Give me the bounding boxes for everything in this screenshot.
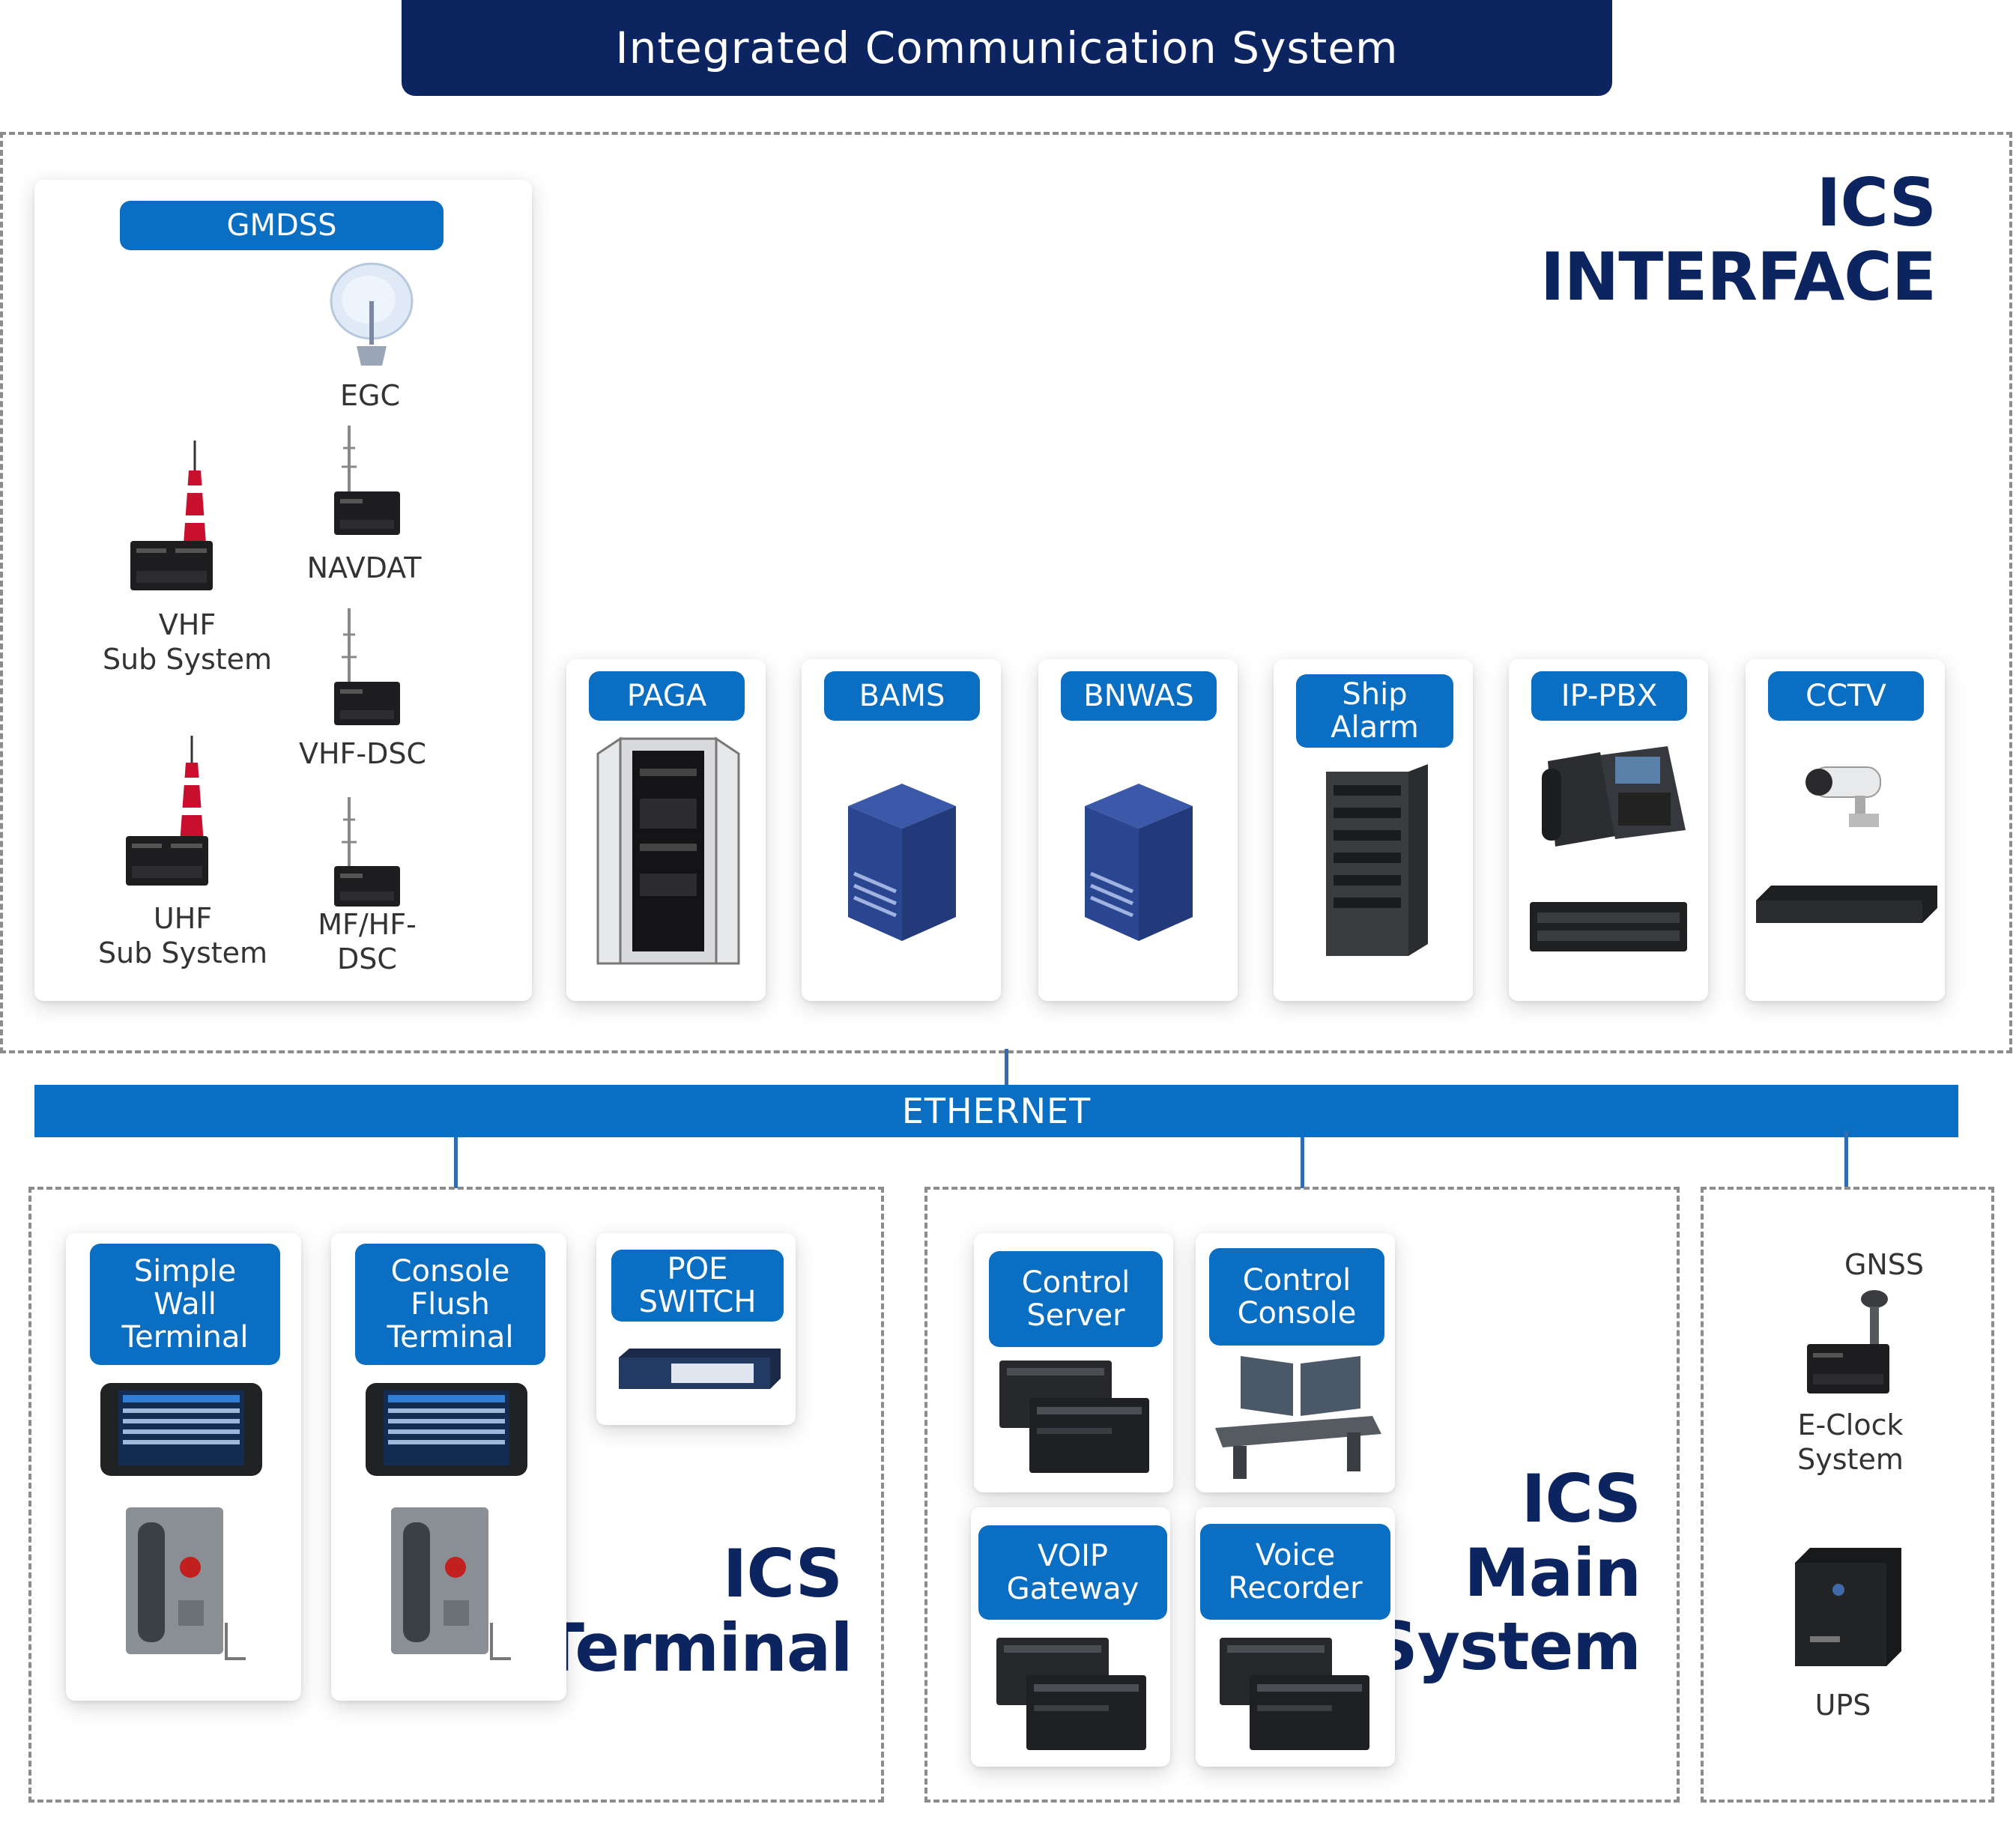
vhf-dsc-caption: VHF-DSC — [298, 737, 427, 770]
control-console-label: Control Console — [1209, 1248, 1384, 1346]
ups-icon — [1795, 1548, 1901, 1666]
gnss-antenna-icon — [1807, 1290, 1889, 1393]
simple-wall-handset-icon — [126, 1507, 246, 1660]
vhf-dsc-antenna-icon — [334, 608, 400, 725]
ip-pbx-label: IP-PBX — [1531, 671, 1687, 721]
control-server-icon — [999, 1361, 1149, 1473]
poe-switch-icon — [619, 1349, 781, 1389]
ethernet-aux-link — [1844, 1131, 1848, 1188]
ship-alarm-label: Ship Alarm — [1296, 674, 1453, 748]
mf-hf-dsc-caption: MF/HF- DSC — [318, 908, 417, 975]
voice-recorder-label: Voice Recorder — [1200, 1524, 1390, 1620]
paga-label: PAGA — [589, 671, 745, 721]
cctv-recorder-icon — [1756, 886, 1937, 923]
page-title: Integrated Communication System — [402, 0, 1612, 96]
console-flush-tablet-icon — [366, 1383, 527, 1476]
control-console-desk-icon — [1215, 1356, 1381, 1479]
egc-caption: EGC — [340, 379, 400, 412]
voip-gateway-icon — [996, 1638, 1146, 1750]
ics-main-region — [924, 1187, 1680, 1803]
simple-wall-tablet-icon — [100, 1383, 262, 1476]
ship-alarm-cabinet-icon — [1326, 764, 1428, 956]
vhf-sub-caption: VHF Sub System — [102, 608, 273, 676]
mf-hf-dsc-antenna-icon — [334, 797, 400, 907]
gmdss-label: GMDSS — [120, 201, 444, 250]
navdat-caption: NAVDAT — [306, 551, 422, 584]
control-server-label: Control Server — [989, 1251, 1163, 1347]
poe-switch-label: POE SWITCH — [611, 1250, 784, 1322]
bnwas-label: BNWAS — [1061, 671, 1217, 721]
ethernet-bus: ETHERNET — [34, 1085, 1958, 1137]
bnwas-server-icon — [1085, 784, 1193, 941]
gmdss-card — [34, 180, 532, 1001]
bams-server-icon — [848, 784, 956, 941]
ethernet-terminal-link — [454, 1137, 458, 1188]
navdat-antenna-icon — [334, 426, 400, 535]
egc-dish-icon — [330, 262, 414, 366]
uhf-unit-icon — [126, 836, 208, 886]
interface-ethernet-link — [1005, 1049, 1008, 1085]
ip-pbx-unit-icon — [1530, 902, 1687, 951]
vhf-unit-icon — [130, 541, 213, 590]
voice-recorder-icon — [1220, 1638, 1369, 1750]
ethernet-main-link — [1301, 1137, 1304, 1188]
ics-interface-heading: ICS INTERFACE — [1540, 164, 1937, 315]
cctv-camera-icon — [1805, 766, 1881, 827]
voip-gateway-label: VOIP Gateway — [978, 1525, 1167, 1620]
ups-caption: UPS — [1814, 1689, 1871, 1722]
ics-aux-region — [1701, 1187, 1994, 1803]
ics-main-heading: ICS Main System — [1370, 1460, 1641, 1686]
uhf-sub-caption: UHF Sub System — [97, 902, 268, 969]
ics-terminal-region — [28, 1187, 884, 1803]
ip-phone-icon — [1542, 746, 1686, 847]
paga-rack-icon — [596, 736, 740, 965]
console-flush-handset-icon — [391, 1507, 511, 1660]
ics-terminal-heading: ICS Terminal — [539, 1535, 853, 1686]
simple-wall-label: Simple Wall Terminal — [90, 1244, 280, 1365]
cctv-label: CCTV — [1768, 671, 1924, 721]
eclock-caption: E-Clock System — [1797, 1408, 1904, 1476]
console-flush-label: Console Flush Terminal — [355, 1244, 545, 1365]
bams-label: BAMS — [824, 671, 980, 721]
gnss-caption: GNSS — [1844, 1248, 1925, 1281]
